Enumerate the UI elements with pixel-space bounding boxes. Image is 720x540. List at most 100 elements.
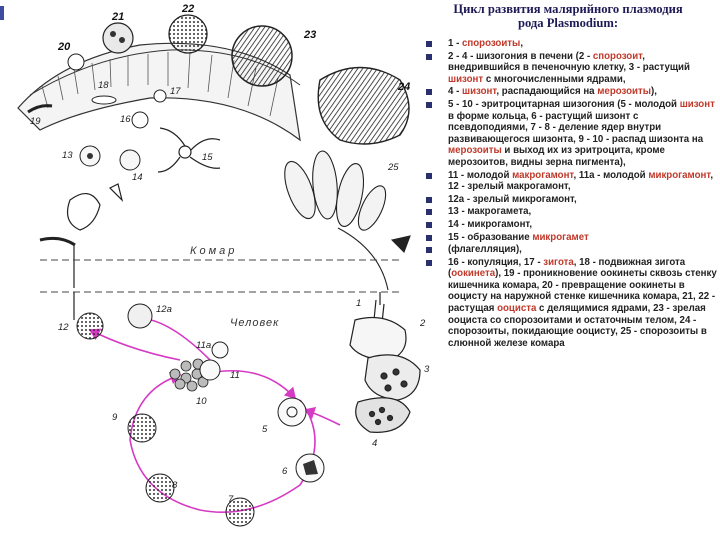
ring-schizont-5 <box>277 397 307 427</box>
stage-num-19: 19 <box>30 116 41 127</box>
legend-term-highlight: спорозоиты <box>462 38 521 49</box>
legend-item: 4 - шизонт, распадающийся на мерозоиты), <box>424 86 718 98</box>
legend-text: , 18 - подвижная зигота ( <box>448 256 686 280</box>
legend-text: ), <box>651 86 657 98</box>
legend-item: (флагелляция), <box>424 244 718 256</box>
stage-num-24: 24 <box>397 81 410 93</box>
stage-num-11a: 11а <box>196 340 211 351</box>
macrogamont-11 <box>199 359 221 381</box>
stage-num-22: 22 <box>181 3 194 15</box>
legend-item: 5 - 10 - эритроцитарная шизогония (5 - м… <box>424 99 718 169</box>
bullet-icon <box>426 41 432 47</box>
stage-num-5: 5 <box>262 424 268 435</box>
legend-text: в форме кольца, 6 - растущий шизонт с пс… <box>448 110 704 145</box>
segmenting-schizont-9 <box>127 413 157 443</box>
bullet-icon <box>426 53 432 60</box>
legend-text: , 11а - молодой <box>573 169 649 181</box>
dividing-schizont-7 <box>225 497 255 527</box>
stage-num-10: 10 <box>196 396 207 407</box>
stage-num-18: 18 <box>98 80 109 91</box>
legend-text: 12а - зрелый микрогамонт, <box>448 193 577 205</box>
legend-text: 1 - <box>448 38 462 49</box>
legend-list: 1 - спорозоиты,2 - 4 - шизогония в печен… <box>424 38 718 350</box>
merozoites-10 <box>169 358 209 392</box>
bullet-icon <box>426 209 432 216</box>
stage-num-16: 16 <box>120 114 131 125</box>
bullet-icon <box>426 247 432 254</box>
legend-term-highlight: шизонт <box>448 73 484 85</box>
stage-num-7: 7 <box>228 494 234 505</box>
stage-numbers: 21 22 23 24 20 19 18 17 16 13 14 15 25 1… <box>30 3 430 505</box>
stage-num-25: 25 <box>387 162 399 173</box>
oocyst-23 <box>231 25 293 87</box>
legend-item: 2 - 4 - шизогония в печени (2 - спорозои… <box>424 51 718 86</box>
liver-schizont-4 <box>355 397 411 433</box>
mosquito-gut-stages <box>79 89 221 173</box>
legend-text: 4 - <box>448 86 462 98</box>
oocyst-22 <box>168 14 208 54</box>
legend-term-highlight: шизонт <box>679 98 715 110</box>
oocyst-21 <box>102 22 134 54</box>
legend-text: ), 19 - проникновение оокинеты сквозь ст… <box>448 268 717 315</box>
legend-text: 11 - молодой <box>448 169 513 181</box>
microgamont-14 <box>119 149 141 171</box>
stage-num-23: 23 <box>303 29 316 41</box>
stage-num-8: 8 <box>172 480 178 491</box>
bullet-icon <box>426 172 432 179</box>
legend-text: с многочисленными ядрами, <box>483 73 626 85</box>
liver-cell-2 <box>349 317 407 361</box>
title-line-2: рода Plasmodium: <box>517 16 619 30</box>
legend-term-highlight: мерозоиты <box>597 86 651 98</box>
liver-cell-3 <box>364 354 421 401</box>
legend-item: 16 - копуляция, 17 - зигота, 18 - подвиж… <box>424 257 718 350</box>
legend-term-highlight: зигота <box>543 256 574 268</box>
bullet-icon <box>426 234 432 241</box>
legend-term-highlight: микрогамет <box>532 231 589 243</box>
legend-item: 13 - макрогамета, <box>424 206 718 218</box>
legend-text: , 12 - зрелый макрогамонт, <box>448 169 714 193</box>
erythrocytic-cycle <box>76 303 341 527</box>
stage-num-13: 13 <box>62 150 73 161</box>
ookinete-18 <box>91 95 117 105</box>
stage-num-15: 15 <box>202 152 213 163</box>
legend-term-highlight: оокинета <box>451 268 496 280</box>
bullet-icon <box>426 89 432 96</box>
legend-item: 12а - зрелый микрогамонт, <box>424 194 718 206</box>
legend-term-highlight: микрогамонт <box>648 169 711 181</box>
oocyst-20 <box>67 53 85 71</box>
liver-stages <box>349 299 421 433</box>
legend-term-highlight: спорозоит <box>592 50 643 62</box>
microgametes-15 <box>157 127 221 173</box>
slide-corner-mark <box>0 6 4 20</box>
bullet-icon <box>426 196 432 203</box>
dividing-schizont-8 <box>145 473 175 503</box>
legend-text: , распадающийся на <box>496 86 598 98</box>
legend-term-highlight: мерозоиты <box>448 145 502 157</box>
bullet-icon <box>426 101 432 108</box>
stage-num-14: 14 <box>132 172 143 183</box>
stage-num-21: 21 <box>111 11 124 23</box>
bullet-icon <box>426 221 432 228</box>
host-label-human: Человек <box>230 317 279 329</box>
oocyst-24-bursting <box>317 66 410 145</box>
oocysts <box>27 14 410 145</box>
legend-text: 13 - макрогамета, <box>448 206 532 218</box>
page-title: Цикл развития малярийного плазмодия рода… <box>420 2 716 30</box>
legend-term-highlight: шизонт <box>462 86 497 98</box>
legend-text: (флагелляция), <box>448 244 522 256</box>
bullet-icon <box>426 259 432 266</box>
stage-num-17: 17 <box>170 86 181 97</box>
host-label-mosquito: Комар <box>190 245 237 257</box>
stage-num-1: 1 <box>356 298 361 309</box>
legend-text: 15 - образование <box>448 231 533 243</box>
ookinete-19 <box>27 104 53 114</box>
legend-text: с делящимися ядрами, 23 - зрелая ооциста… <box>448 303 707 349</box>
stage-num-20: 20 <box>57 41 71 53</box>
stage-num-11: 11 <box>230 370 240 381</box>
legend-term-highlight: макрогамонт <box>512 169 574 181</box>
legend-text: и выход их из эритроцита, кроме мерозоит… <box>448 145 665 168</box>
stage-num-12: 12 <box>58 322 69 333</box>
microgamont-11a <box>211 341 229 359</box>
title-line-1: Цикл развития малярийного плазмодия <box>453 2 683 16</box>
